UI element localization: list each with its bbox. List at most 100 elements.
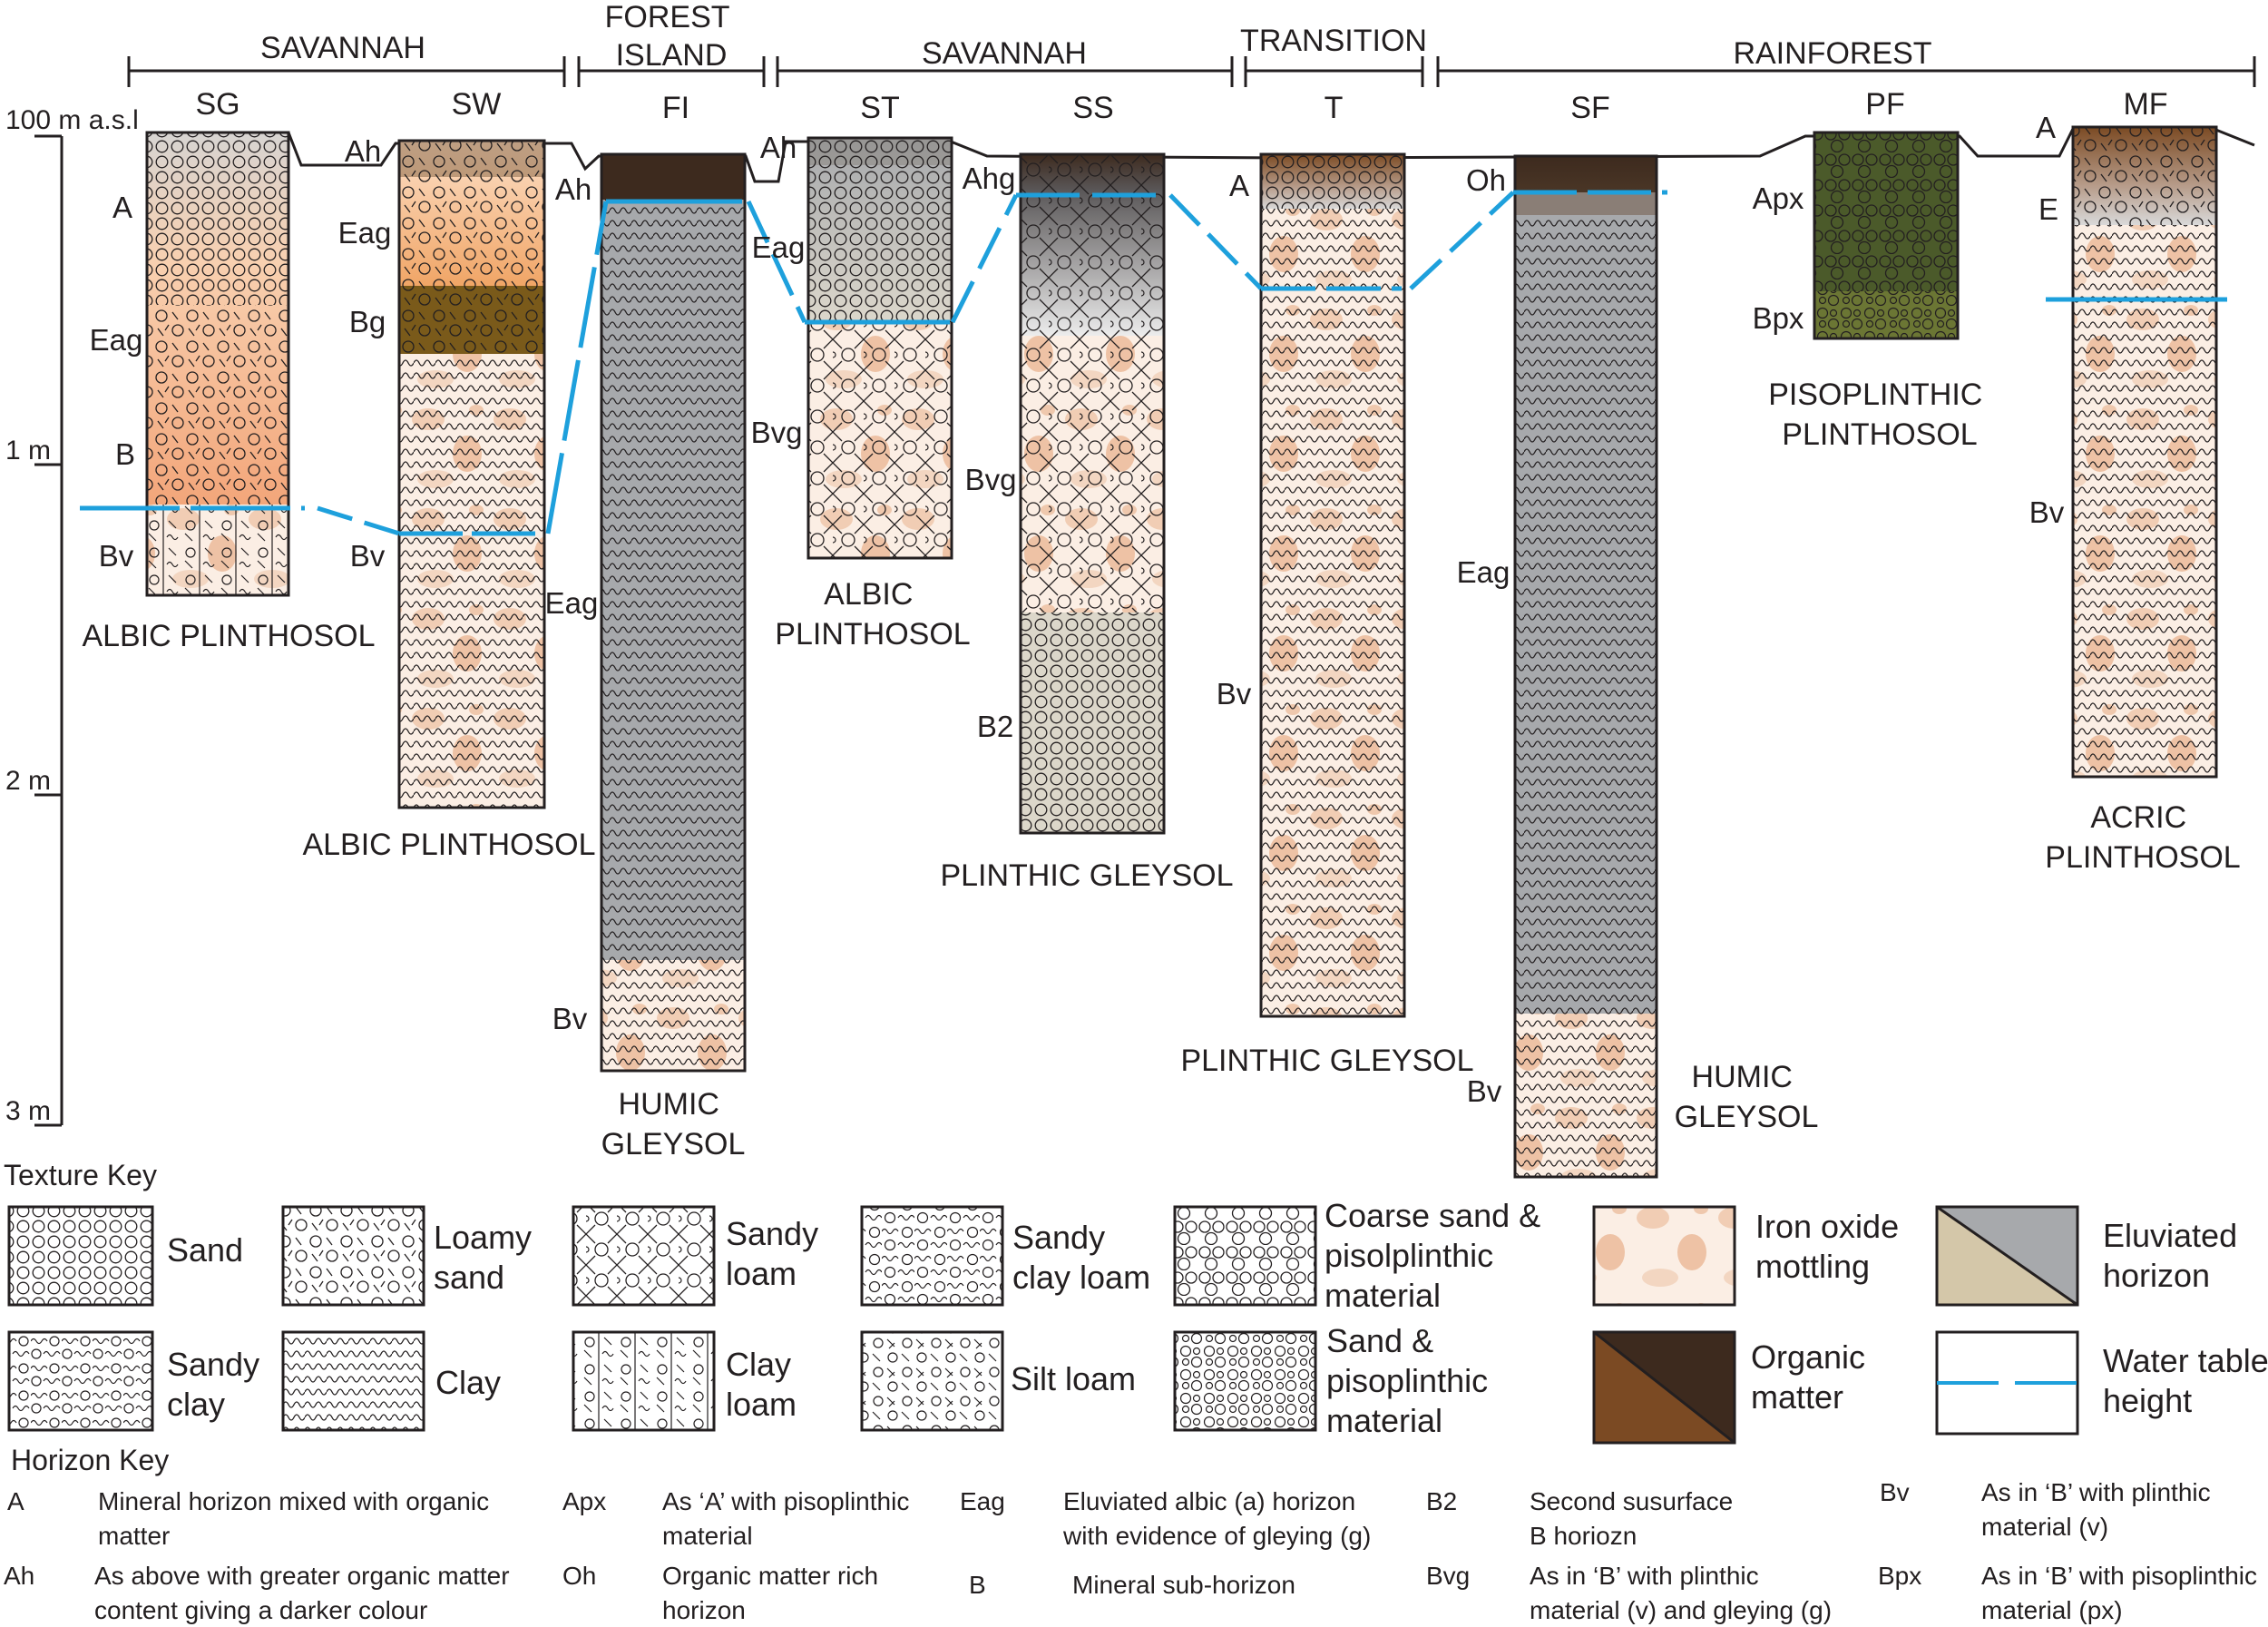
horizon-label: Bv xyxy=(1467,1074,1502,1108)
tk-3-1: clay loam xyxy=(1012,1259,1150,1296)
horizon-label: B xyxy=(115,437,135,471)
profile-st xyxy=(807,136,953,560)
profile-pf xyxy=(1813,131,1960,340)
horizon-label: Bvg xyxy=(965,463,1017,496)
classification-pf: PISOPLINTHIC PLINTHOSOL xyxy=(1768,377,1991,452)
swatch-sandy-loam xyxy=(572,1205,716,1307)
profile-ss xyxy=(1019,152,1166,835)
tk-7-1: clay xyxy=(167,1386,225,1423)
scale-tick-1m: 1 m xyxy=(5,436,51,466)
profile-code-t: T xyxy=(1325,91,1344,125)
tk-11-1: pisoplinthic xyxy=(1326,1362,1488,1399)
profile-t xyxy=(1259,152,1406,1018)
hkey-code-a: A xyxy=(7,1487,24,1515)
tk-9-1: loam xyxy=(726,1386,797,1423)
profile-fi xyxy=(600,152,747,1073)
zone-label-forest-island: FOREST ISLAND xyxy=(605,0,738,73)
zone-label-rainforest: RAINFOREST xyxy=(1733,36,1931,71)
classification-pf-line2: PLINTHOSOL xyxy=(1782,417,1977,452)
horizon-label: Ah xyxy=(345,134,381,168)
hkey-code-bv: Bv xyxy=(1880,1478,1910,1506)
swatch-silt-loam xyxy=(860,1330,1004,1432)
hkey-code-ah: Ah xyxy=(4,1562,34,1590)
profile-sw xyxy=(397,139,546,809)
hk-8-1: material (v) xyxy=(1981,1513,2108,1541)
profile-code-sw: SW xyxy=(452,87,502,122)
hk-5-0: Mineral sub-horizon xyxy=(1072,1571,1295,1599)
depth-scale xyxy=(34,134,64,1127)
hk-4-0: Eluviated albic (a) horizon xyxy=(1063,1487,1355,1515)
hk-7-1: material (v) and gleying (g) xyxy=(1530,1596,1832,1624)
classification-t: PLINTHIC GLEYSOL xyxy=(1180,1044,1473,1078)
profile-code-mf: MF xyxy=(2123,87,2167,122)
tk-12-0: Organic xyxy=(1751,1338,1865,1376)
horizon-label: Bpx xyxy=(1753,301,1804,335)
classification-sw: ALBIC PLINTHOSOL xyxy=(302,828,595,862)
swatch-sand-pisoplinthic xyxy=(1173,1330,1317,1432)
hk-9-0: As in ‘B’ with pisoplinthic xyxy=(1981,1562,2257,1590)
horizon-label: Eag xyxy=(90,323,143,357)
classification-pf-line1: PISOPLINTHIC xyxy=(1768,377,1982,412)
profile-code-pf: PF xyxy=(1865,87,1904,122)
horizon-label: Eag xyxy=(338,216,392,250)
zone-label-savannah-1: SAVANNAH xyxy=(260,31,425,65)
horizon-label: Bv xyxy=(1217,677,1252,711)
texture-label-clay: Clay xyxy=(435,1364,501,1401)
swatch-sandy-clay-loam xyxy=(860,1205,1004,1307)
zone-label-savannah-2: SAVANNAH xyxy=(922,36,1087,71)
hk-8-0: As in ‘B’ with plinthic xyxy=(1981,1478,2211,1506)
swatch-coarse-sand xyxy=(1173,1205,1317,1307)
hkey-code-b2: B2 xyxy=(1426,1487,1457,1515)
hk-2-0: As ‘A’ with pisoplinthic xyxy=(662,1487,909,1515)
tk-8-0: Clay xyxy=(435,1364,501,1401)
hkey-code-bpx: Bpx xyxy=(1878,1562,1921,1590)
zone-label-transition: TRANSITION xyxy=(1240,24,1427,58)
texture-label-sand: Sand xyxy=(167,1231,243,1269)
tk-4-1: pisolplinthic xyxy=(1325,1237,1493,1274)
hkey-code-eag: Eag xyxy=(960,1487,1005,1515)
horizon-label: Apx xyxy=(1753,181,1804,215)
classification-mf-line1: ACRIC xyxy=(2090,800,2186,835)
tk-11-0: Sand & xyxy=(1326,1322,1433,1359)
scale-tick-3m: 3 m xyxy=(5,1096,51,1126)
tk-0-0: Sand xyxy=(167,1231,243,1269)
hkey-code-bvg: Bvg xyxy=(1426,1562,1470,1590)
classification-ss: PLINTHIC GLEYSOL xyxy=(940,858,1233,893)
horizon-label: Eag xyxy=(1457,555,1510,589)
zone-forest-line1: FOREST xyxy=(605,0,729,34)
swatch-clay-loam xyxy=(572,1330,716,1432)
tk-3-0: Sandy xyxy=(1012,1219,1105,1256)
hk-0-1: matter xyxy=(98,1522,170,1550)
horizon-label: Ah xyxy=(555,172,591,206)
horizon-label: Bv xyxy=(350,539,386,573)
tk-4-2: material xyxy=(1325,1277,1441,1314)
tk-5-1: mottling xyxy=(1755,1248,1870,1285)
hk-6-0: Second susurface xyxy=(1530,1487,1733,1515)
profile-code-sf: SF xyxy=(1570,91,1609,125)
classification-fi-line2: GLEYSOL xyxy=(601,1127,746,1161)
hkey-desc-b: Mineral sub-horizon xyxy=(1072,1571,1295,1599)
water-table-line xyxy=(80,190,2227,536)
hk-3-1: horizon xyxy=(662,1596,746,1624)
swatch-loamy-sand xyxy=(281,1205,425,1307)
tk-6-1: horizon xyxy=(2103,1257,2210,1294)
classification-mf-line2: PLINTHOSOL xyxy=(2045,840,2240,875)
tk-2-0: Sandy xyxy=(726,1215,818,1252)
profile-code-fi: FI xyxy=(662,91,689,125)
horizon-label: B2 xyxy=(977,710,1013,743)
texture-key-title: Texture Key xyxy=(4,1159,157,1191)
hk-2-1: material xyxy=(662,1522,753,1550)
swatch-water-table xyxy=(1935,1330,2079,1436)
tk-9-0: Clay xyxy=(726,1346,791,1383)
tk-1-1: sand xyxy=(434,1259,504,1296)
swatch-sand xyxy=(7,1205,154,1307)
